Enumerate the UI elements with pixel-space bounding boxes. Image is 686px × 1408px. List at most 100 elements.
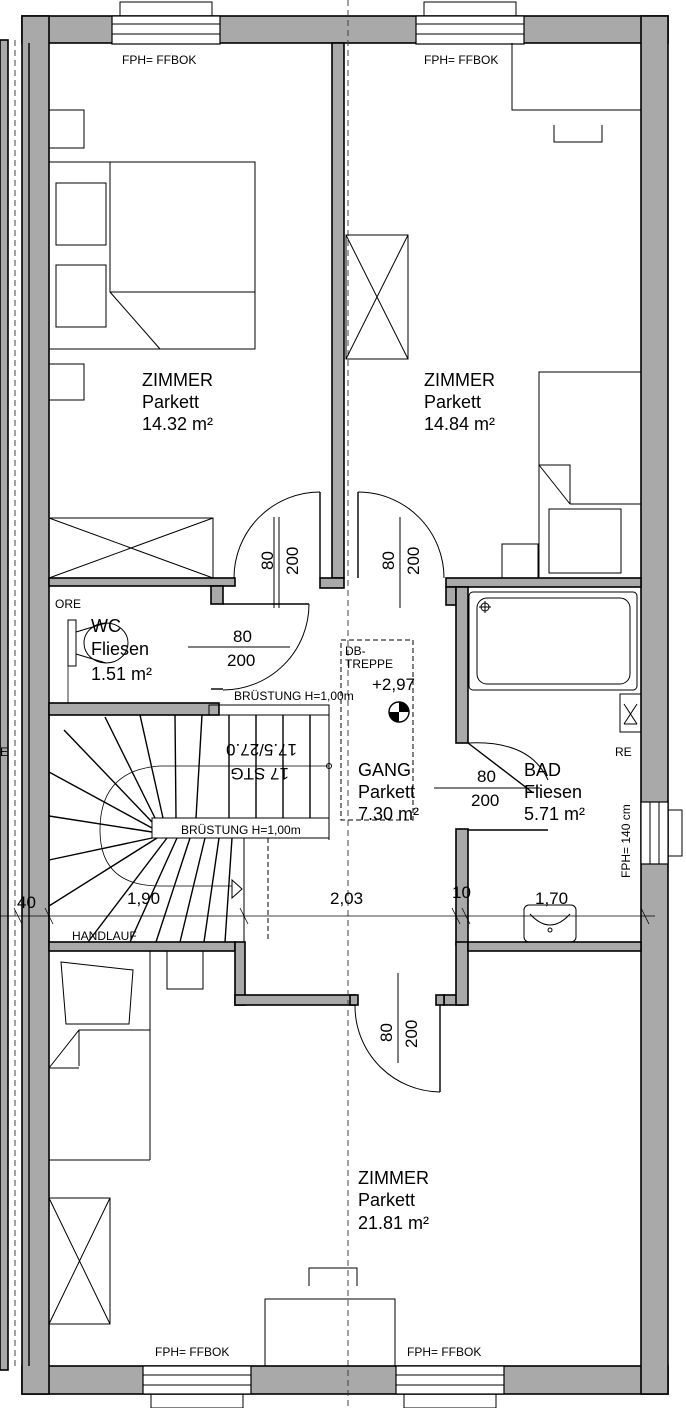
attic-stair-label-1: DB-: [345, 644, 366, 658]
wall-wc-stair: [48, 702, 220, 716]
dimension-1-90: 1,90: [127, 889, 160, 908]
window-label-top-left: FPH= FFBOK: [122, 53, 196, 67]
wall-zimmer-left-south-stub: [210, 585, 224, 605]
shaft-re: [619, 693, 642, 733]
door-height-bad: 200: [471, 791, 499, 810]
room-area-wc: 1.51 m²: [91, 664, 152, 684]
attic-stair-outline: [340, 639, 414, 821]
handrail-label: HANDLAUF: [72, 929, 137, 943]
outer-wall-right: [640, 15, 669, 1395]
room-floor-bad: Fliesen: [524, 782, 582, 802]
window-label-bottom-right: FPH= FFBOK: [407, 1345, 481, 1359]
room-floor-zimmer-right: Parkett: [424, 392, 481, 412]
window-openings: [111, 1, 683, 1408]
door-height-wc: 200: [227, 651, 255, 670]
door-height-zimmer-bottom: 200: [402, 1020, 421, 1048]
walking-line: [99, 765, 329, 887]
door-width-zimmer-left: 80: [258, 551, 277, 570]
door-height-zimmer-right: 200: [404, 547, 423, 575]
neighbor-wall-left: [0, 39, 9, 1371]
room-floor-zimmer-bottom: Parkett: [358, 1190, 415, 1210]
room-floor-zimmer-left: Parkett: [142, 392, 199, 412]
attic-stair-label-2: TREPPE: [345, 657, 393, 671]
level-label: +2,97: [372, 675, 415, 694]
room-floor-gang: Parkett: [358, 782, 415, 802]
desk-bottom: [264, 1298, 396, 1367]
stair-parapet-top: [208, 704, 330, 716]
room-area-zimmer-left: 14.32 m²: [142, 414, 213, 434]
door-width-wc: 80: [233, 627, 252, 646]
wardrobe-bottom: [48, 1197, 111, 1325]
window-top-right: [415, 15, 525, 45]
bathtub-inner: [476, 597, 631, 685]
room-name-gang: GANG: [358, 760, 411, 780]
chair-bottom: [308, 1267, 358, 1286]
dimension-1-70: 1,70: [535, 889, 568, 908]
room-name-zimmer-right: ZIMMER: [424, 370, 495, 390]
window-bad-side: [640, 801, 669, 865]
label-ore: ORE: [55, 597, 81, 611]
window-label-top-right: FPH= FFBOK: [424, 53, 498, 67]
outer-wall-bottom: [21, 1365, 669, 1395]
furniture-zimmer-bottom: [48, 950, 396, 1367]
desk: [511, 43, 641, 111]
party-wall-left: [21, 15, 50, 1395]
wall-bad-north: [445, 577, 642, 588]
window-top-left: [111, 15, 221, 45]
room-floor-wc: Fliesen: [91, 639, 149, 659]
room-area-zimmer-right: 14.84 m²: [424, 414, 495, 434]
level-marker: [388, 701, 410, 723]
door-width-zimmer-right: 80: [379, 551, 398, 570]
window-bottom-right: [395, 1365, 505, 1395]
furniture-zimmer-left: [48, 109, 256, 579]
stair-parapet-bottom-label: BRÜSTUNG H=1,00m: [181, 823, 301, 837]
nightstand-top: [48, 109, 85, 149]
washbasin: [523, 904, 577, 943]
room-name-zimmer-bottom: ZIMMER: [358, 1168, 429, 1188]
room-name-wc: WC: [91, 616, 121, 636]
furniture-bad: [468, 591, 642, 943]
bathtub: [468, 591, 638, 691]
room-area-gang: 7.30 m²: [358, 804, 419, 824]
pillow-right: [548, 508, 622, 574]
wall-bad-north-stub: [445, 586, 457, 606]
door-height-zimmer-left: 200: [283, 547, 302, 575]
dimension-10: 10: [452, 883, 471, 902]
dimension-2-03: 2,03: [330, 889, 363, 908]
wardrobe-right: [345, 234, 409, 360]
staircase: [48, 639, 414, 943]
window-bottom-left: [142, 1365, 252, 1395]
wall-mid-stub: [319, 577, 345, 589]
pillow-2: [55, 264, 107, 328]
doors: [211, 491, 549, 1093]
stair-ratio-label: 17.5/27.0: [226, 740, 297, 759]
nightstand-bottom-room: [166, 950, 204, 990]
stair-steps-label: 17 STG: [230, 764, 289, 783]
wall-bad-west-top: [455, 586, 469, 744]
wall-bottom-room-north-mid: [234, 994, 356, 1006]
wall-zimmer-left-south: [48, 577, 236, 587]
walls: [0, 15, 669, 1395]
pillow-1: [55, 182, 107, 246]
dimension-line: [0, 907, 655, 925]
nightstand-right: [501, 543, 539, 579]
chair-top: [553, 125, 603, 143]
door-width-zimmer-bottom: 80: [377, 1023, 396, 1042]
room-area-bad: 5.71 m²: [524, 804, 585, 824]
window-label-bottom-left: FPH= FFBOK: [155, 1345, 229, 1359]
dimension-40: 40: [17, 893, 36, 912]
room-name-zimmer-left: ZIMMER: [142, 370, 213, 390]
room-name-bad: BAD: [524, 760, 561, 780]
stair-treads: [48, 714, 311, 943]
wall-between-rooms-top: [331, 42, 345, 579]
door-width-bad: 80: [477, 767, 496, 786]
wall-bottom-room-north-right: [455, 941, 469, 1006]
window-label-bad-side: FPH= 140 cm: [619, 804, 633, 878]
wall-bottom-room-north-bad: [467, 941, 642, 952]
furniture-wc: [67, 619, 129, 703]
bed-bottom: [60, 961, 134, 1025]
wardrobe-left: [48, 517, 214, 579]
double-bed: [48, 161, 256, 350]
single-bed: [538, 371, 642, 579]
